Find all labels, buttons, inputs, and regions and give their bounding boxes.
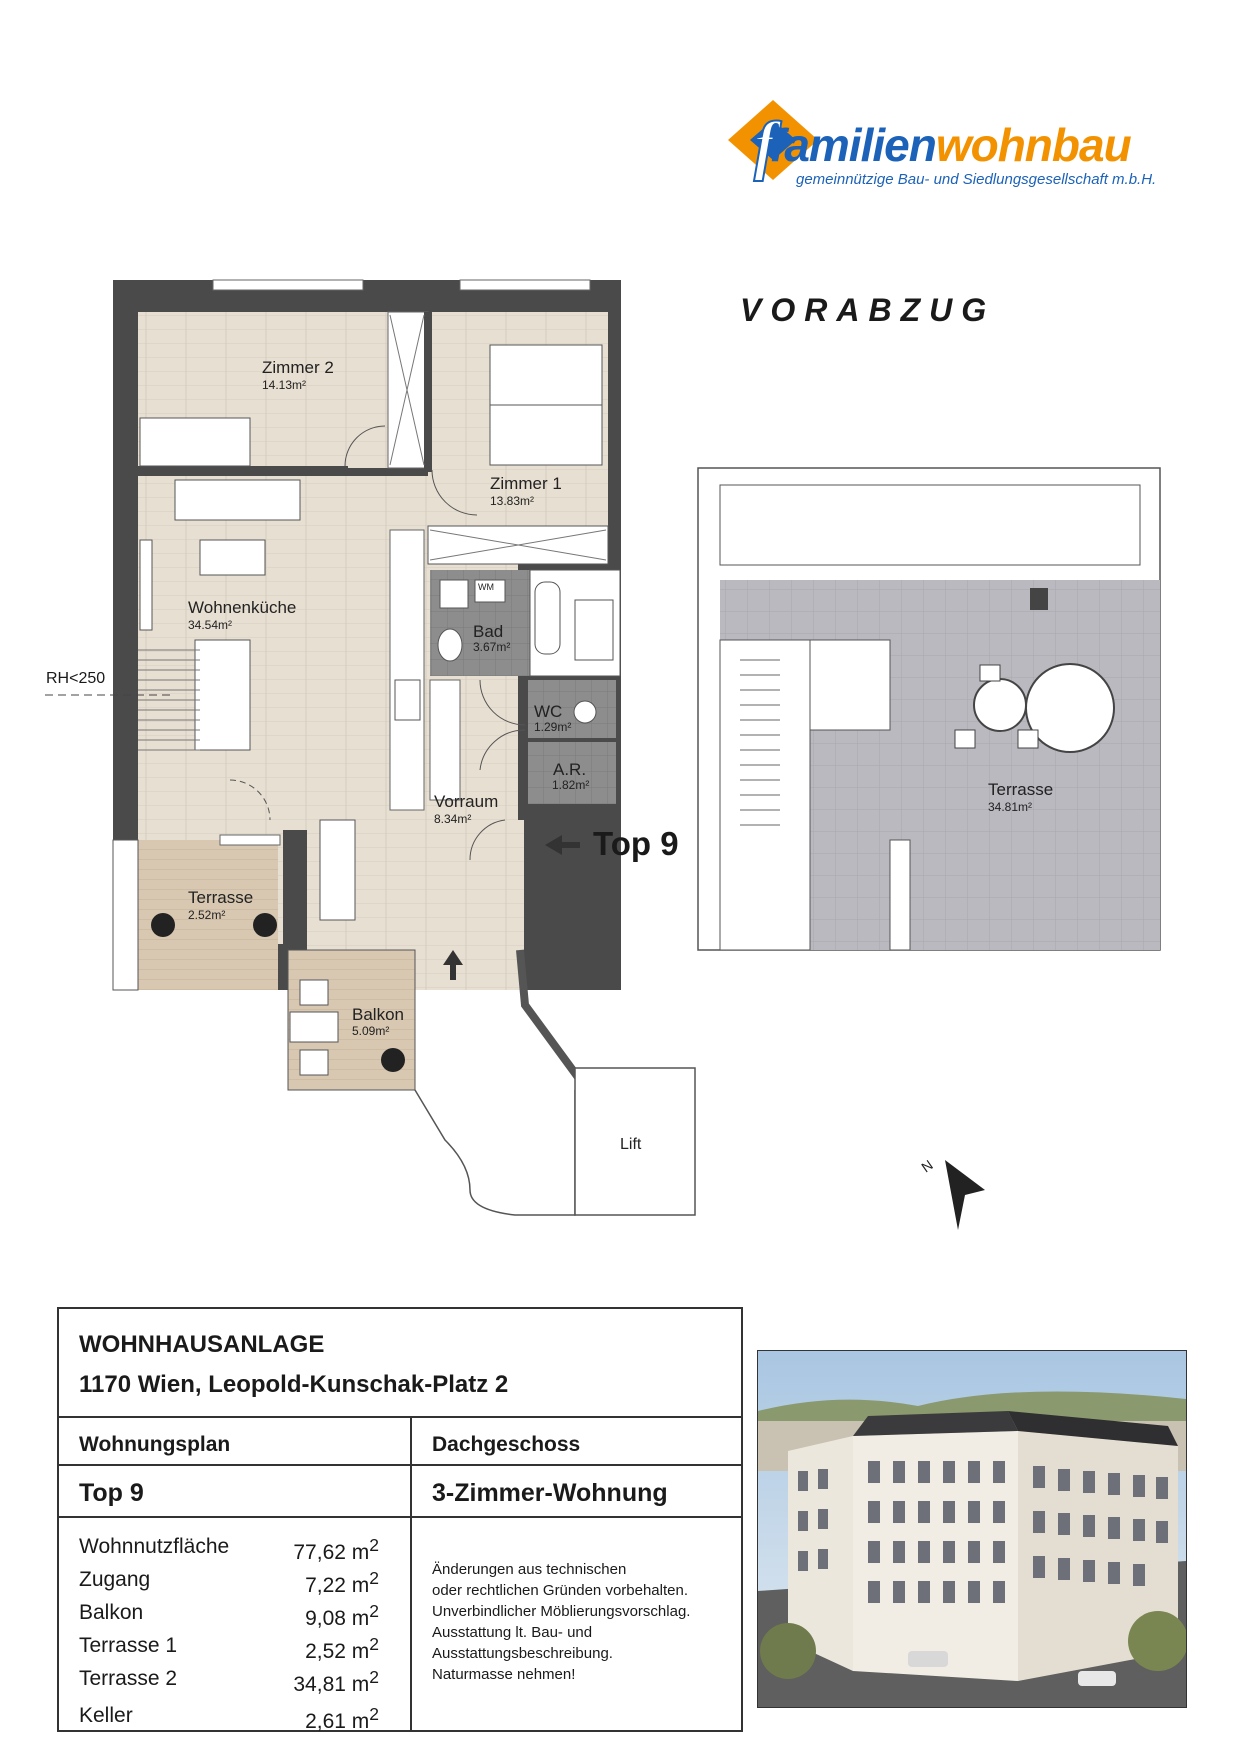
room-area: 1.82m² — [552, 778, 590, 792]
disclaimer-note: Änderungen aus technischen oder rechtlic… — [432, 1561, 691, 1683]
room-area: 13.83m² — [490, 494, 535, 508]
room-area: 8.34m² — [434, 812, 472, 826]
room-name: Bad — [473, 622, 504, 641]
logo-tagline: gemeinnützige Bau- und Siedlungsgesellsc… — [796, 171, 1157, 188]
room-name: A.R. — [553, 760, 587, 779]
room-area: 3.67m² — [473, 640, 511, 654]
room-name: Zimmer 2 — [262, 358, 334, 377]
building-photo — [757, 1350, 1187, 1708]
room-area: 2.52m² — [188, 908, 226, 922]
room-area: 5.09m² — [352, 1024, 390, 1038]
logo-mark-icon: f — [728, 100, 818, 183]
floor-plan-drawing — [45, 279, 1161, 1230]
unit-number: Top 9 — [79, 1479, 144, 1507]
room-name: Terrasse — [188, 888, 254, 907]
room-name: Terrasse — [988, 780, 1054, 799]
room-area: 14.13m² — [262, 378, 307, 392]
unit-type: 3-Zimmer-Wohnung — [432, 1479, 668, 1507]
project-heading: WOHNHAUSANLAGE — [79, 1331, 325, 1358]
floor-plan: Zimmer 2 14.13m² Zimmer 1 13.83m² Wohnen… — [0, 260, 1241, 1240]
room-name: Balkon — [352, 1005, 404, 1024]
room-name: WC — [534, 702, 563, 721]
room-name: Vorraum — [434, 792, 499, 811]
room-area: 34.81m² — [988, 800, 1033, 814]
room-name: Wohnenküche — [188, 598, 297, 617]
room-name: Zimmer 1 — [490, 474, 562, 493]
project-address: 1170 Wien, Leopold-Kunschak-Platz 2 — [79, 1371, 509, 1398]
draft-stamp: VORABZUG — [740, 292, 996, 328]
company-logo: f — [720, 95, 1190, 195]
logo-wordmark: familienwohnbau — [770, 119, 1132, 171]
ceiling-height-note: RH<250 — [46, 670, 106, 687]
apartment-info-table: WOHNHAUSANLAGE 1170 Wien, Leopold-Kunsch… — [57, 1307, 743, 1733]
room-area: 1.29m² — [534, 720, 572, 734]
room-area: 34.54m² — [188, 618, 233, 632]
north-arrow-icon — [945, 1160, 985, 1230]
washer-label: WM — [478, 582, 494, 592]
plan-type-label: Wohnungsplan — [79, 1433, 231, 1456]
lift-label: Lift — [620, 1136, 642, 1153]
floor-label: Dachgeschoss — [432, 1433, 581, 1456]
unit-marker: Top 9 — [593, 825, 679, 862]
